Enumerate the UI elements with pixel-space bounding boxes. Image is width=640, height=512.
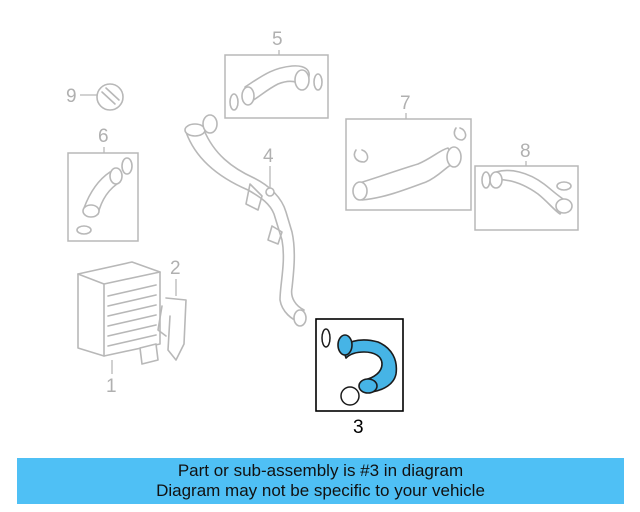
part-8-oring-2: [556, 181, 572, 191]
part-9-cap-detail: [101, 87, 120, 105]
part-1-intercooler-edge: [77, 271, 161, 357]
part-5-hose-end: [241, 86, 255, 106]
part-6-oring-2: [76, 225, 92, 235]
part-3-oring-bottom: [340, 386, 360, 406]
part-3-group[interactable]: 3: [315, 318, 404, 438]
callout-5: 5: [272, 29, 283, 50]
part-1-intercooler: [77, 261, 161, 357]
part-7-group[interactable]: 7: [345, 93, 472, 211]
main-pipe-clamp: [202, 114, 218, 134]
banner-line-1: Part or sub-assembly is #3 in diagram: [177, 461, 464, 480]
callout-3: 3: [353, 417, 364, 438]
callout-6: 6: [98, 126, 109, 147]
main-pipe-end: [184, 123, 206, 137]
part-8-oring: [481, 171, 491, 189]
part-8-hose-end-2: [555, 198, 573, 214]
main-pipe-bracket-2: [267, 225, 283, 245]
callout-4: 4: [263, 146, 274, 167]
main-pipe-bracket: [245, 183, 263, 211]
callout-9: 9: [66, 86, 77, 107]
part-4-clip: [265, 187, 275, 197]
part-6-box: [67, 152, 139, 242]
part-1-outlet: [139, 343, 159, 365]
main-pipe: [185, 129, 305, 323]
part-6-hose-end: [82, 204, 100, 218]
parts-diagram: 5 9 6 4 7: [66, 29, 579, 438]
part-7-clip: [353, 149, 369, 163]
part-8-group[interactable]: 8: [474, 141, 579, 231]
part-7-clip-2: [453, 127, 467, 141]
part-8-box: [474, 165, 579, 231]
part-3-box: [315, 318, 404, 412]
part-7-hose: [355, 147, 457, 201]
part-7-hose-end: [352, 181, 368, 201]
banner-line-2: Diagram may not be specific to your vehi…: [156, 481, 485, 500]
callout-8: 8: [520, 141, 531, 162]
part-6-group[interactable]: 6: [67, 126, 139, 242]
part-4-group[interactable]: 4: [263, 146, 275, 197]
part-6-oring: [121, 157, 133, 175]
part-5-oring-2: [313, 73, 323, 91]
part-2-bracket: [157, 297, 187, 361]
info-banner: Part or sub-assembly is #3 in diagram Di…: [17, 458, 624, 504]
part-1-group[interactable]: 1: [77, 261, 161, 397]
part-5-hose-end-2: [294, 69, 310, 91]
part-3-oring-top: [321, 328, 331, 348]
main-pipe-end-2: [293, 309, 307, 327]
part-3-hose-end: [337, 334, 353, 356]
part-6-hose-end-2: [109, 167, 123, 185]
part-8-hose-end: [489, 171, 503, 189]
part-2-group[interactable]: 2: [157, 258, 187, 361]
part-7-hose-end-2: [446, 146, 462, 168]
part-9-cap: [96, 83, 124, 111]
part-1-fins: [107, 284, 157, 347]
callout-2: 2: [170, 258, 181, 279]
callout-1: 1: [106, 376, 117, 397]
callout-7: 7: [400, 93, 411, 114]
part-5-box: [224, 54, 329, 119]
main-pipe-group: [184, 114, 307, 327]
part-9-group[interactable]: 9: [66, 83, 124, 111]
part-5-group[interactable]: 5: [224, 29, 329, 119]
part-3-hose-end-2: [358, 378, 378, 394]
part-5-oring: [229, 93, 239, 111]
part-7-box: [345, 118, 472, 211]
